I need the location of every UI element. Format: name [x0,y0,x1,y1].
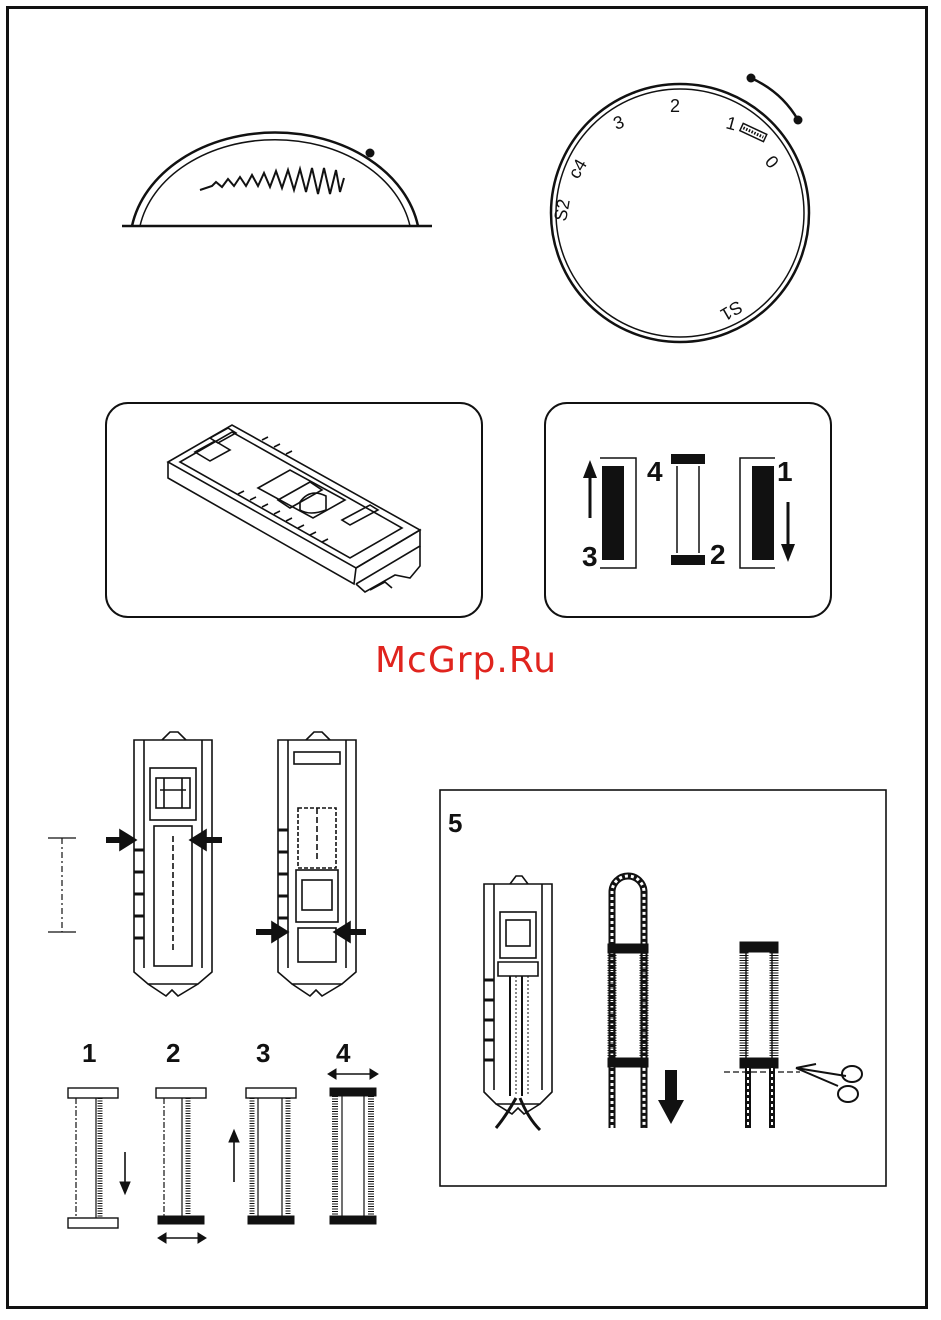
buttonhole-symbol [740,123,767,141]
scissors-icon [796,1064,862,1102]
dial-label-0: 0 [761,152,783,173]
button-length-indicator [48,838,76,932]
step3-illustration [229,1088,296,1224]
stitch-selector-dial: S2 c4 3 2 1 0 S1 [550,74,809,343]
sequence-label-1: 1 [777,456,793,487]
dial-label-2: 2 [670,96,680,116]
indicator-dot [366,149,375,158]
corded-buttonhole [608,876,684,1128]
step-label-4: 4 [336,1038,351,1068]
cording-foot [484,876,552,1130]
buttonhole-foot-panel [106,403,482,617]
step-label-2: 2 [166,1038,180,1068]
steps-row: 1 2 3 4 [68,1038,378,1243]
step4-illustration [328,1069,378,1224]
sequence-label-3: 3 [582,541,598,572]
step1-illustration [68,1088,130,1228]
trimmed-buttonhole [724,942,800,1128]
foot-position-b [256,732,366,996]
dial-label-3: 3 [611,112,627,134]
step-label-3: 3 [256,1038,270,1068]
sequence-label-4: 4 [647,456,663,487]
stitch-dome-illustration [122,133,432,226]
step5-box: 5 [440,790,886,1186]
buttonhole-sequence-panel: 3 4 2 1 [545,403,831,617]
step5-label: 5 [448,808,462,838]
sequence-label-2: 2 [710,539,726,570]
step-label-1: 1 [82,1038,96,1068]
step2-illustration [156,1088,206,1243]
foot-position-a [106,732,222,996]
dial-label-1: 1 [724,113,739,135]
dial-label-s2: S2 [550,198,574,223]
